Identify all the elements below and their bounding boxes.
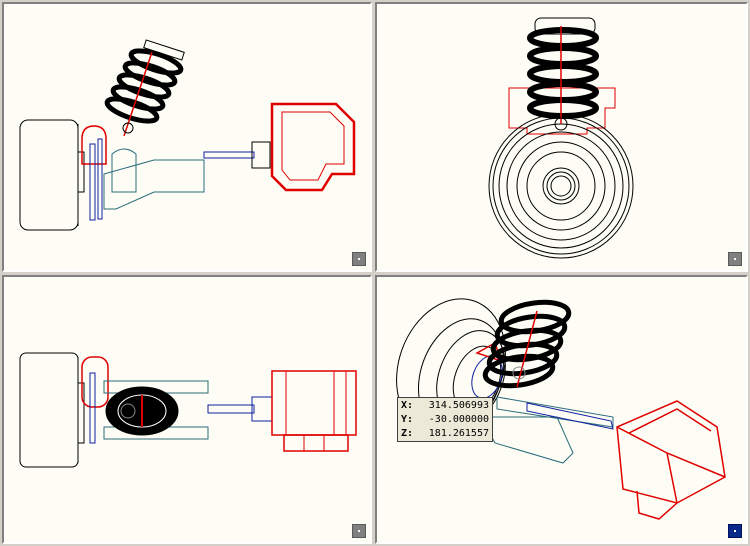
maximize-viewport-icon[interactable]	[352, 524, 366, 538]
coordinate-z-value: 181.261557	[428, 428, 489, 439]
viewport-perspective[interactable]: X: 314.506993 Y: -30.000000 Z: 181.26155…	[375, 275, 748, 544]
coordinate-x-row: X: 314.506993	[401, 399, 489, 413]
model-drawing-perspective	[396, 298, 726, 520]
crosshair-icon	[512, 366, 526, 380]
crosshair-icon	[554, 117, 568, 131]
coordinate-readout: X: 314.506993 Y: -30.000000 Z: 181.26155…	[397, 397, 493, 442]
coordinate-z-label: Z:	[401, 428, 414, 439]
crosshair-icon	[120, 403, 136, 419]
maximize-viewport-icon[interactable]	[728, 252, 742, 266]
model-drawing-side	[488, 17, 634, 259]
coordinate-y-value: -30.000000	[428, 414, 489, 425]
coordinate-y-row: Y: -30.000000	[401, 413, 489, 427]
crosshair-icon	[122, 122, 134, 134]
viewport-top[interactable]	[2, 2, 372, 272]
coordinate-x-label: X:	[401, 400, 414, 411]
viewport-side[interactable]	[375, 2, 748, 272]
coordinate-x-value: 314.506993	[428, 400, 489, 411]
coordinate-y-label: Y:	[401, 414, 414, 425]
maximize-viewport-icon[interactable]	[352, 252, 366, 266]
viewport-front[interactable]	[2, 275, 372, 544]
maximize-viewport-icon[interactable]	[728, 524, 742, 538]
model-drawing-front	[19, 352, 357, 468]
model-drawing-top	[19, 39, 356, 231]
coordinate-z-row: Z: 181.261557	[401, 427, 489, 441]
